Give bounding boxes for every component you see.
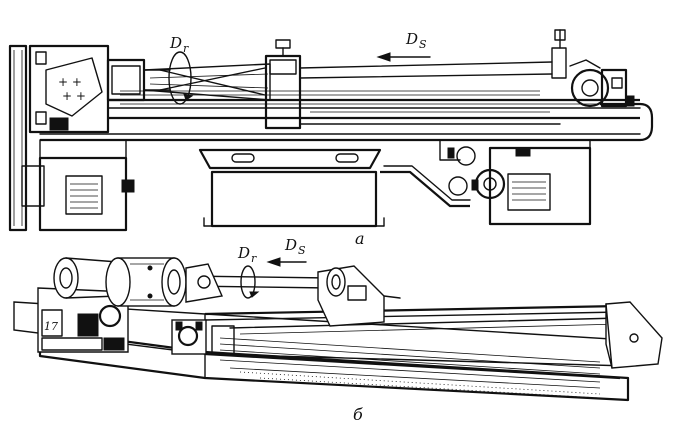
boring-bar — [299, 61, 553, 79]
caption-b: б — [353, 405, 363, 424]
svg-text:17: 17 — [44, 320, 58, 333]
central-trough — [198, 148, 385, 228]
feed-label-b: D — [284, 236, 297, 254]
feed-label-a: D — [405, 30, 418, 48]
caption-a: а — [355, 229, 365, 248]
rotation-label-a: D — [169, 34, 182, 52]
spindle-housing — [106, 58, 171, 102]
rotation-label-b: D — [237, 244, 250, 262]
machine-a: + + + + D r — [8, 29, 654, 248]
feed-sub-a: S — [419, 38, 427, 51]
base-texture — [239, 371, 601, 399]
faceplate-b — [105, 257, 187, 307]
left-motor-cabinet — [21, 139, 135, 232]
rotation-sub-a: r — [183, 42, 189, 55]
machine-b: 17 — [13, 236, 663, 424]
left-chuck — [53, 257, 119, 299]
rotation-sub-b: r — [251, 252, 257, 265]
apron-b — [171, 319, 235, 355]
hydraulic-pipe — [380, 139, 479, 208]
bed-rails-a — [39, 90, 641, 142]
feed-arrow-b — [266, 257, 307, 267]
pipe-loop-right — [600, 102, 654, 142]
feed-sub-b: S — [298, 244, 306, 257]
headstock-b: 17 — [37, 287, 129, 353]
carriage-a — [264, 39, 302, 130]
svg-text:+ +: + + — [62, 89, 86, 103]
steady-rest — [185, 263, 224, 303]
bed-end-cap — [605, 301, 663, 369]
right-motor-cabinet — [474, 139, 592, 226]
left-column — [8, 44, 28, 232]
headstock-gearbox: + + + + — [28, 44, 110, 134]
rotation-arrow-a — [168, 51, 194, 105]
feed-arrow-a — [376, 52, 431, 62]
right-feed-unit — [551, 29, 635, 108]
svg-text:+ +: + + — [58, 75, 82, 89]
rotation-arrow-b — [240, 265, 260, 299]
carriage-b — [317, 265, 401, 327]
